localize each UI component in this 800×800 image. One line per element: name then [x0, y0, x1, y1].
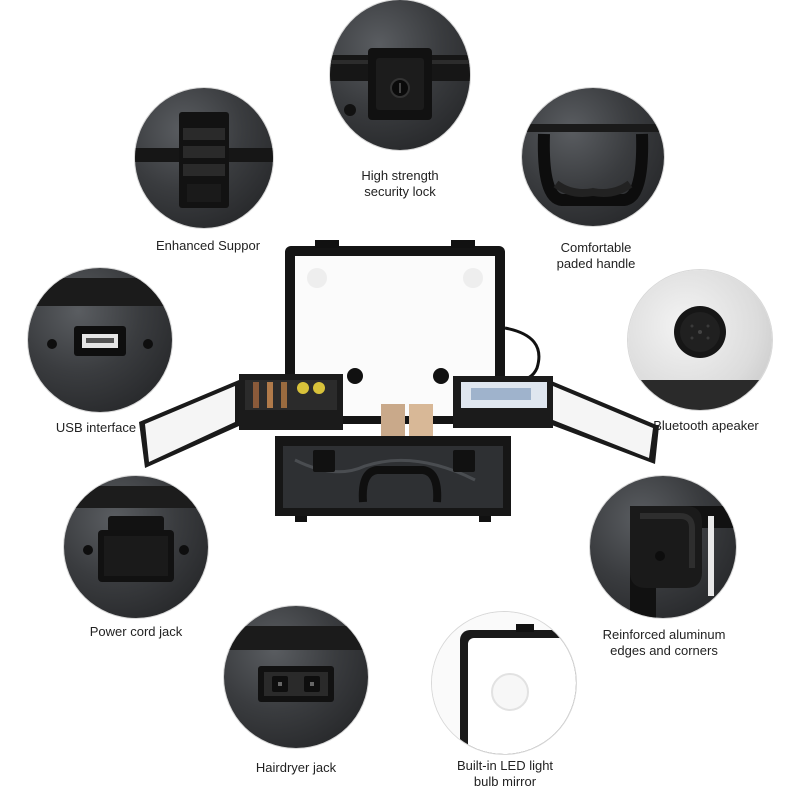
led-mirror-detail-image: [432, 612, 576, 754]
caption-power-cord-jack: Power cord jack: [89, 624, 183, 639]
usb-interface-detail-image: [28, 268, 172, 412]
bluetooth-speaker-detail-image: [628, 270, 772, 410]
caption-hairdryer-jack: Hairdryer jack: [255, 760, 337, 775]
handle-detail-image: [522, 88, 664, 226]
security-lock-detail-image: [330, 0, 470, 150]
makeup-case-product-image: [135, 240, 665, 540]
caption-usb-interface: USB interface: [55, 420, 137, 435]
caption-enhanced-support: Enhanced Suppor: [155, 238, 261, 253]
reinforced-edges-detail-image: [590, 476, 736, 618]
enhanced-support-detail-image: [135, 88, 273, 228]
caption-bluetooth-speaker: Bluetooth apeaker: [653, 418, 759, 433]
power-cord-jack-detail-image: [64, 476, 208, 618]
hairdryer-jack-detail-image: [224, 606, 368, 748]
